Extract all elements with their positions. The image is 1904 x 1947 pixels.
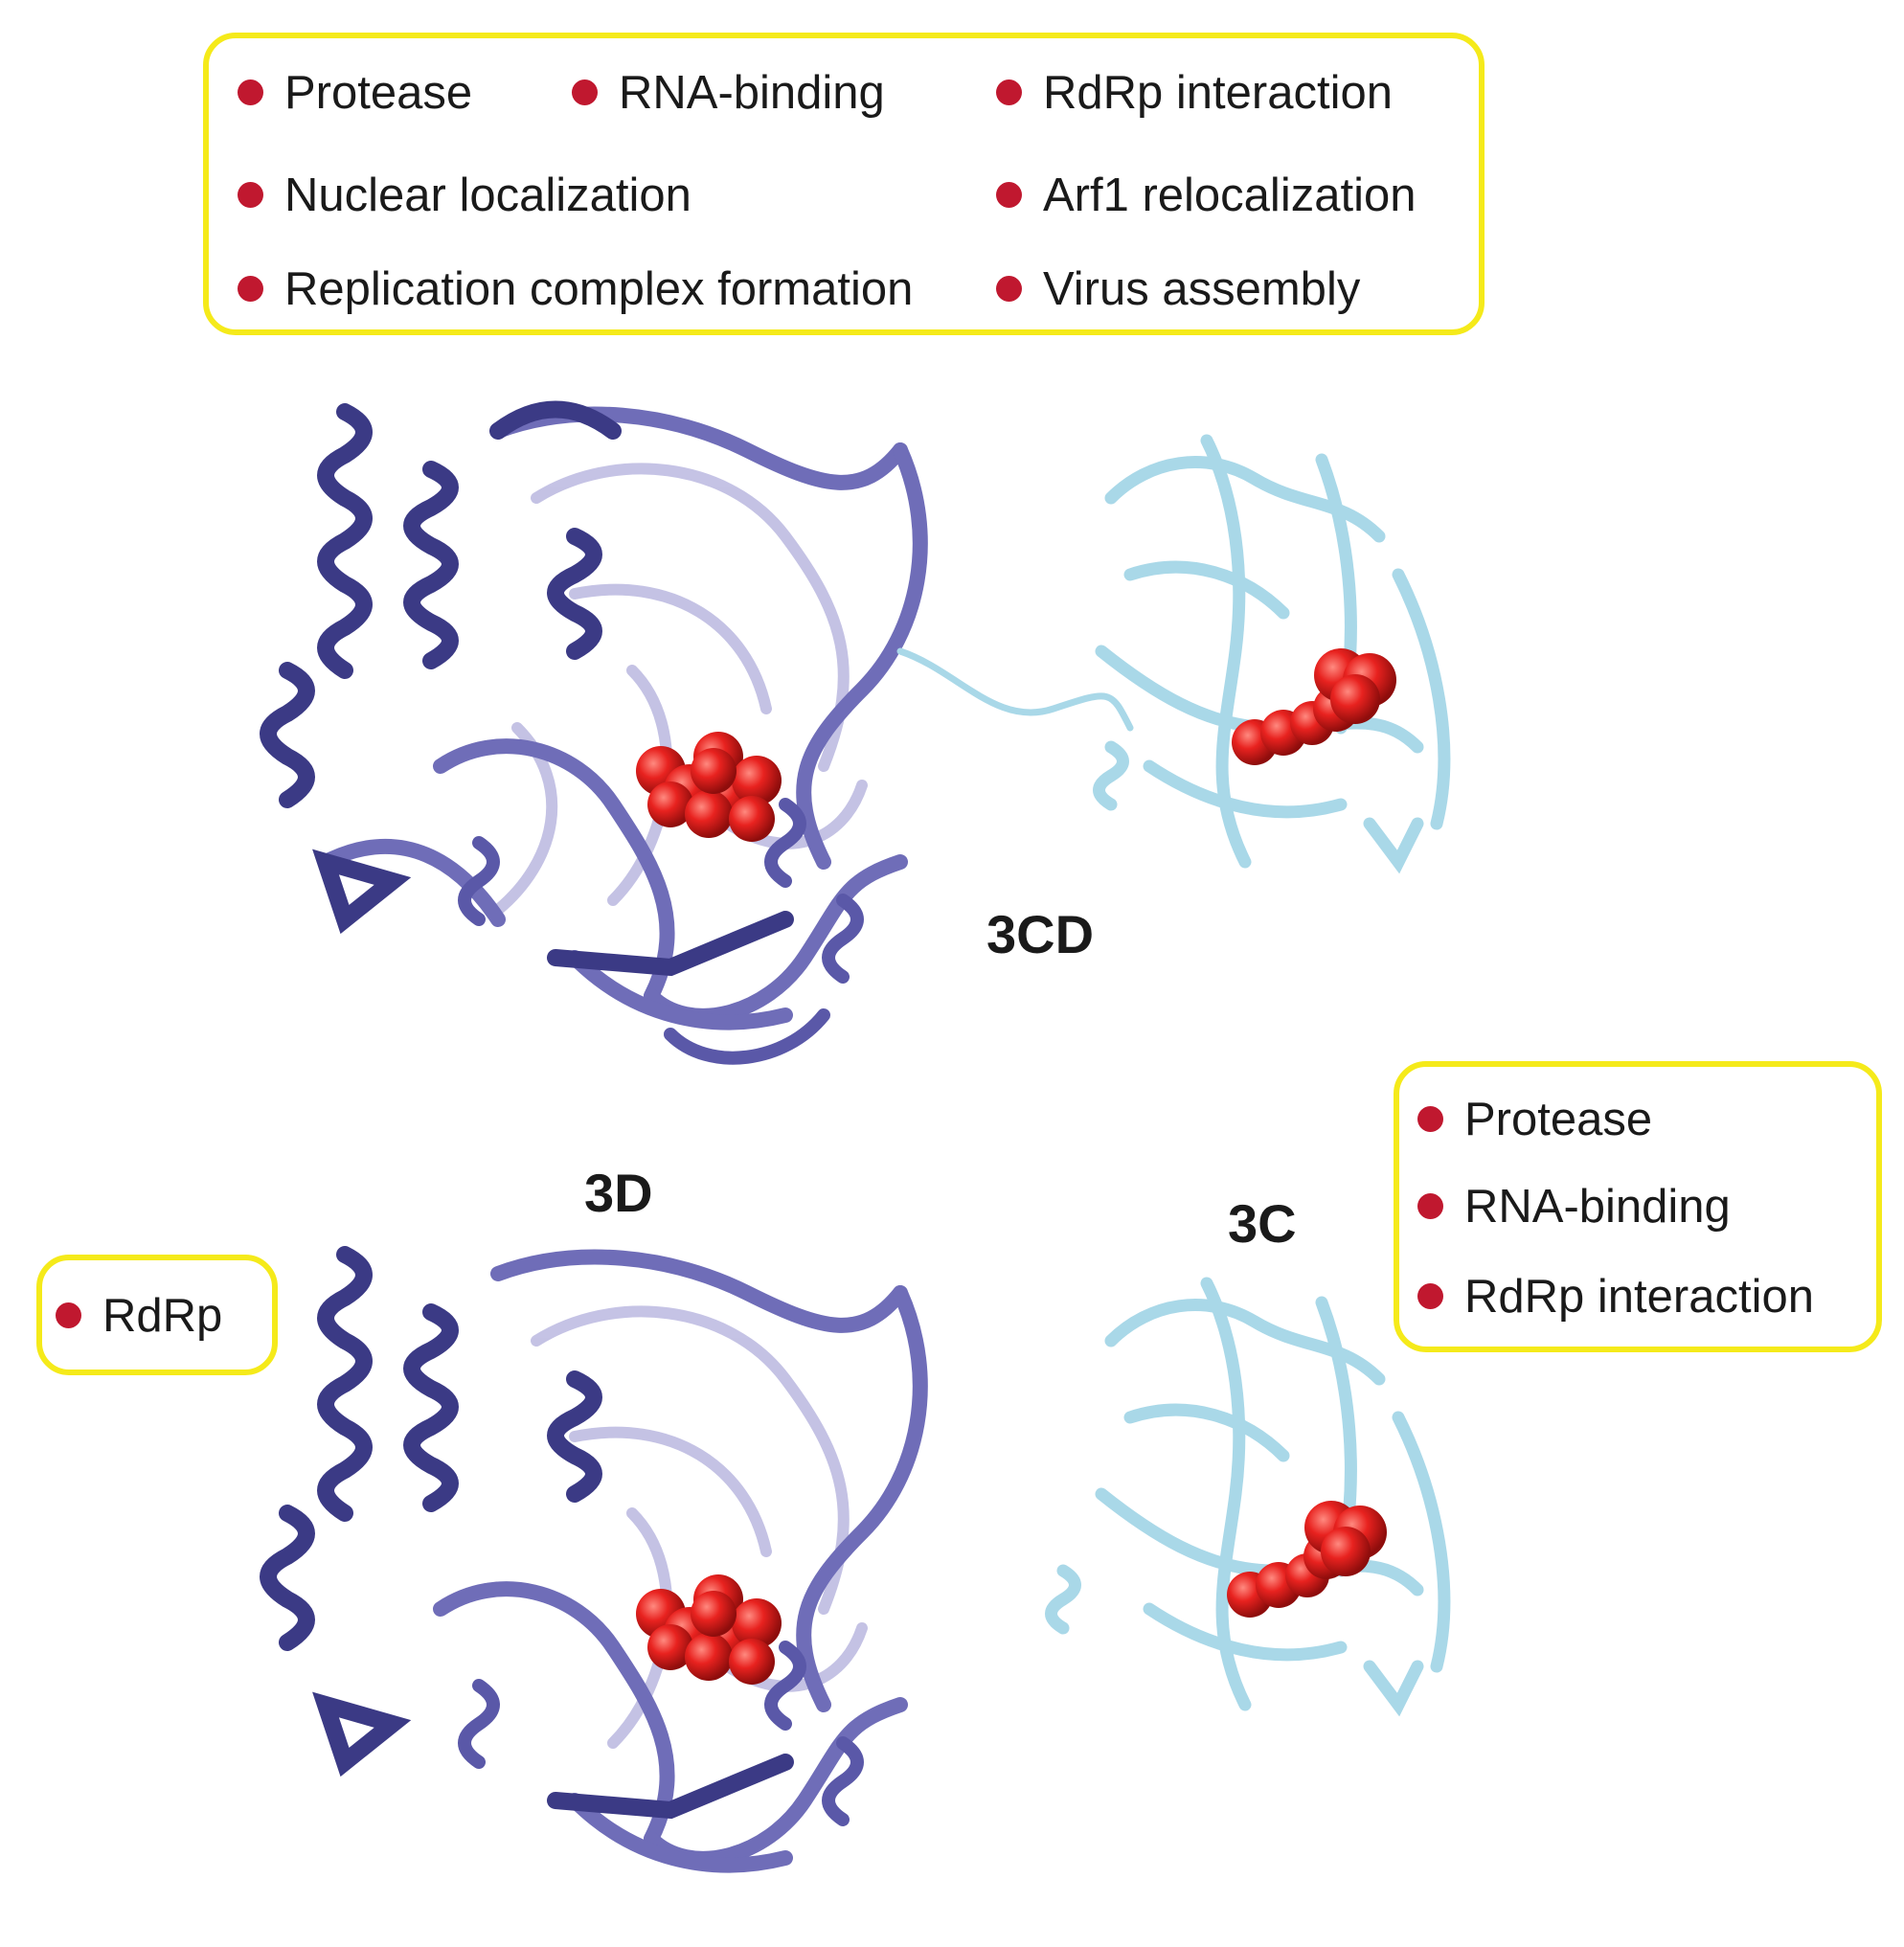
label-3cd: 3CD [986,904,1095,964]
bullet-icon [1417,1282,1443,1309]
structure-3cd-polymerase [260,400,928,1065]
bullet-icon [572,79,598,105]
bullet-icon [238,181,263,208]
active-site-3d [636,1574,782,1685]
bullet-icon [1417,1105,1443,1132]
bullet-icon [996,275,1022,302]
function-item: RdRp [56,1293,222,1340]
label-3d: 3D [584,1163,653,1223]
active-site-3c [1227,1501,1387,1618]
function-box-3c [1394,1061,1882,1352]
function-item: RdRp interaction [996,70,1393,117]
active-site-3cd-protease [1232,648,1396,765]
function-item: Nuclear localization [238,172,691,219]
function-item: RNA-binding [572,70,885,117]
bullet-icon [238,275,263,302]
function-item: Protease [238,70,472,117]
function-item: RNA-binding [1417,1184,1731,1231]
bullet-icon [1417,1192,1443,1219]
label-3c: 3C [1228,1193,1297,1254]
bullet-icon [996,79,1022,105]
function-item: RdRp interaction [1417,1274,1814,1321]
function-item: Replication complex formation [238,266,913,313]
function-item: Protease [1417,1097,1652,1143]
function-item: Arf1 relocalization [996,172,1416,219]
active-site-3cd-polymerase [636,732,782,842]
structure-3d [260,1246,928,1873]
structure-3cd-protease [1093,434,1451,874]
bullet-icon [56,1302,81,1328]
structure-3c [1045,1277,1451,1717]
linker [896,647,1134,732]
function-box-3cd [203,33,1485,335]
function-item: Virus assembly [996,266,1360,313]
bullet-icon [238,79,263,105]
bullet-icon [996,181,1022,208]
